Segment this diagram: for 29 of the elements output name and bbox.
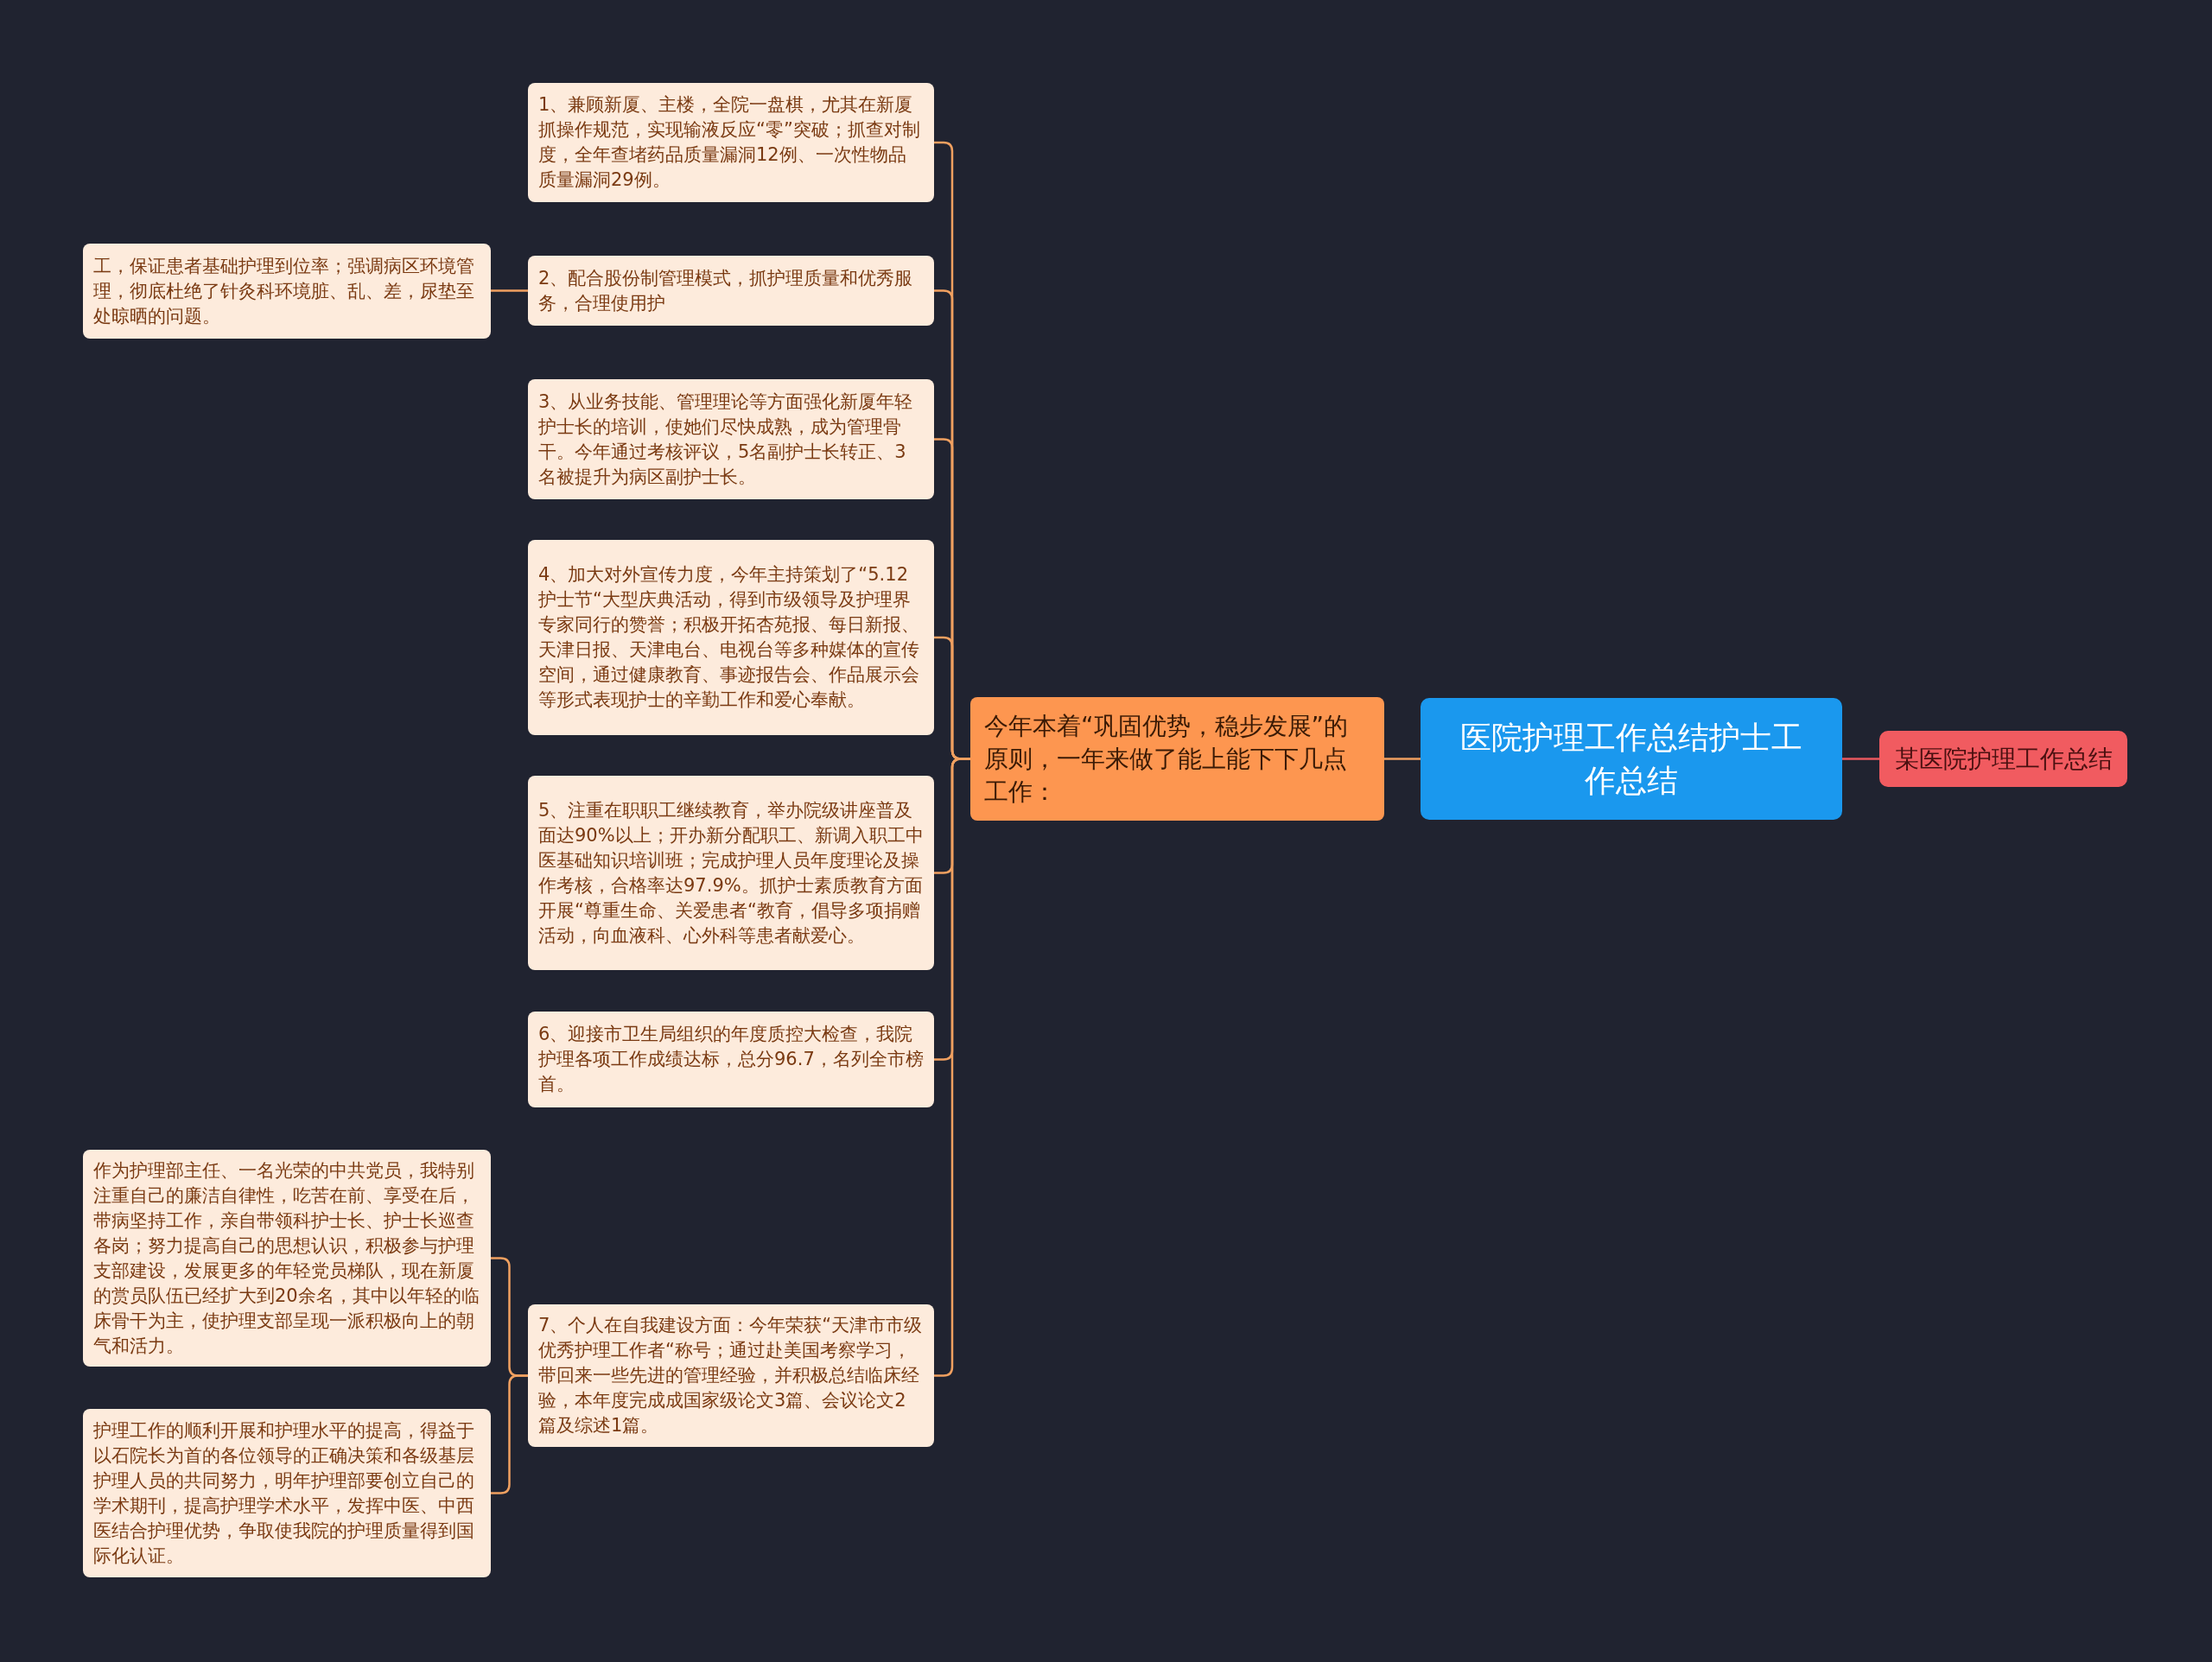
note-box [528,1304,934,1447]
connector-line [491,1374,528,1494]
node-text: 7、个人在自我建设方面：今年荣获“天津市市级优秀护理工作者“称号；通过赴美国考察学习，带回来一些先进的管理经验，并积极总结临床经验，本年度完成成国家级论文3篇、会议论文2篇及综述1篇。 [538,1314,924,1437]
connector-line [491,289,528,292]
note-box [83,244,491,339]
note-box [528,776,934,970]
note-box [528,83,934,202]
topic-box [1879,731,2127,787]
note-box [528,379,934,499]
note-box [83,1409,491,1577]
node-text: 3、从业务技能、管理理论等方面强化新厦年轻护士长的培训，使她们尽快成熟，成为管理骨干。今年通过考核评议，5名副护士长转正、3名被提升为病区副护士长。 [538,390,914,489]
topic-box [970,697,1384,821]
node-text: 工，保证患者基础护理到位率；强调病区环境管理，彻底杜绝了针灸科环境脏、乱、差，尿垫至处晾晒的问题。 [93,254,475,328]
node-text: 今年本着“巩固优势，稳步发展”的原则，一年来做了能上能下下几点工作： [984,710,1349,808]
node-text: 5、注重在职职工继续教育，举办院级讲座普及面达90%以上；开办新分配职工、新调入职工中医基础知识培训班；完成护理人员年度理论及操作考核，合格率达97.9%。抓护士素质教育方面开展“尊重生命、关爱患者“教育，倡导多项捐赠活动，向血液科、心外科等患者献爱心。 [538,798,924,948]
note-box [528,540,934,735]
node-text: 护理工作的顺利开展和护理水平的提高，得益于以石院长为首的各位领导的正确决策和各级基层护理人员的共同努力，明年护理部要创立自己的学术期刊，提高护理学术水平，发挥中医、中西医结合护理优势，争取使我院的护理质量得到国际化认证。 [93,1418,475,1568]
note-box [528,256,934,326]
node-text: 作为护理部主任、一名光荣的中共党员，我特别注重自己的廉洁自律性，吃苦在前、享受在后，带病坚持工作，亲自带领科护士长、护士长巡查各岗；努力提高自己的思想认识，积极参与护理支部建设，发展更多的年轻党员梯队，现在新厦的赏员队伍已经扩大到20余名，其中以年轻的临床骨干为主，使护理支部呈现一派积极向上的朝气和活力。 [93,1158,480,1358]
node-text: 医院护理工作总结护士工作总结 [1459,718,1803,800]
central-topic-box [1421,698,1842,820]
node-text: 1、兼顾新厦、主楼，全院一盘棋，尤其在新厦抓操作规范，实现输液反应“零”突破；抓查对制度，全年查堵药品质量漏洞12例、一次性物品质量漏洞29例。 [538,93,921,192]
node-text: 2、配合股份制管理模式，抓护理质量和优秀服务，合理使用护 [538,266,914,315]
note-box [528,1012,934,1107]
connector-line [1384,758,1421,760]
node-text: 某医院护理工作总结 [1894,743,2113,775]
connector-line [1842,758,1879,760]
node-text: 4、加大对外宣传力度，今年主持策划了“5.12护士节“大型庆典活动，得到市级领导及护理界专家同行的赞誉；积极开拓杏苑报、每日新报、天津日报、天津电台、电视台等多种媒体的宣传空间，通过健康教育、事迹报告会、作品展示会等形式表现护士的辛勤工作和爱心奉献。 [538,563,920,712]
node-text: 6、迎接市卫生局组织的年度质控大检查，我院护理各项工作成绩达标，总分96.7，名列全市榜首。 [538,1023,924,1096]
